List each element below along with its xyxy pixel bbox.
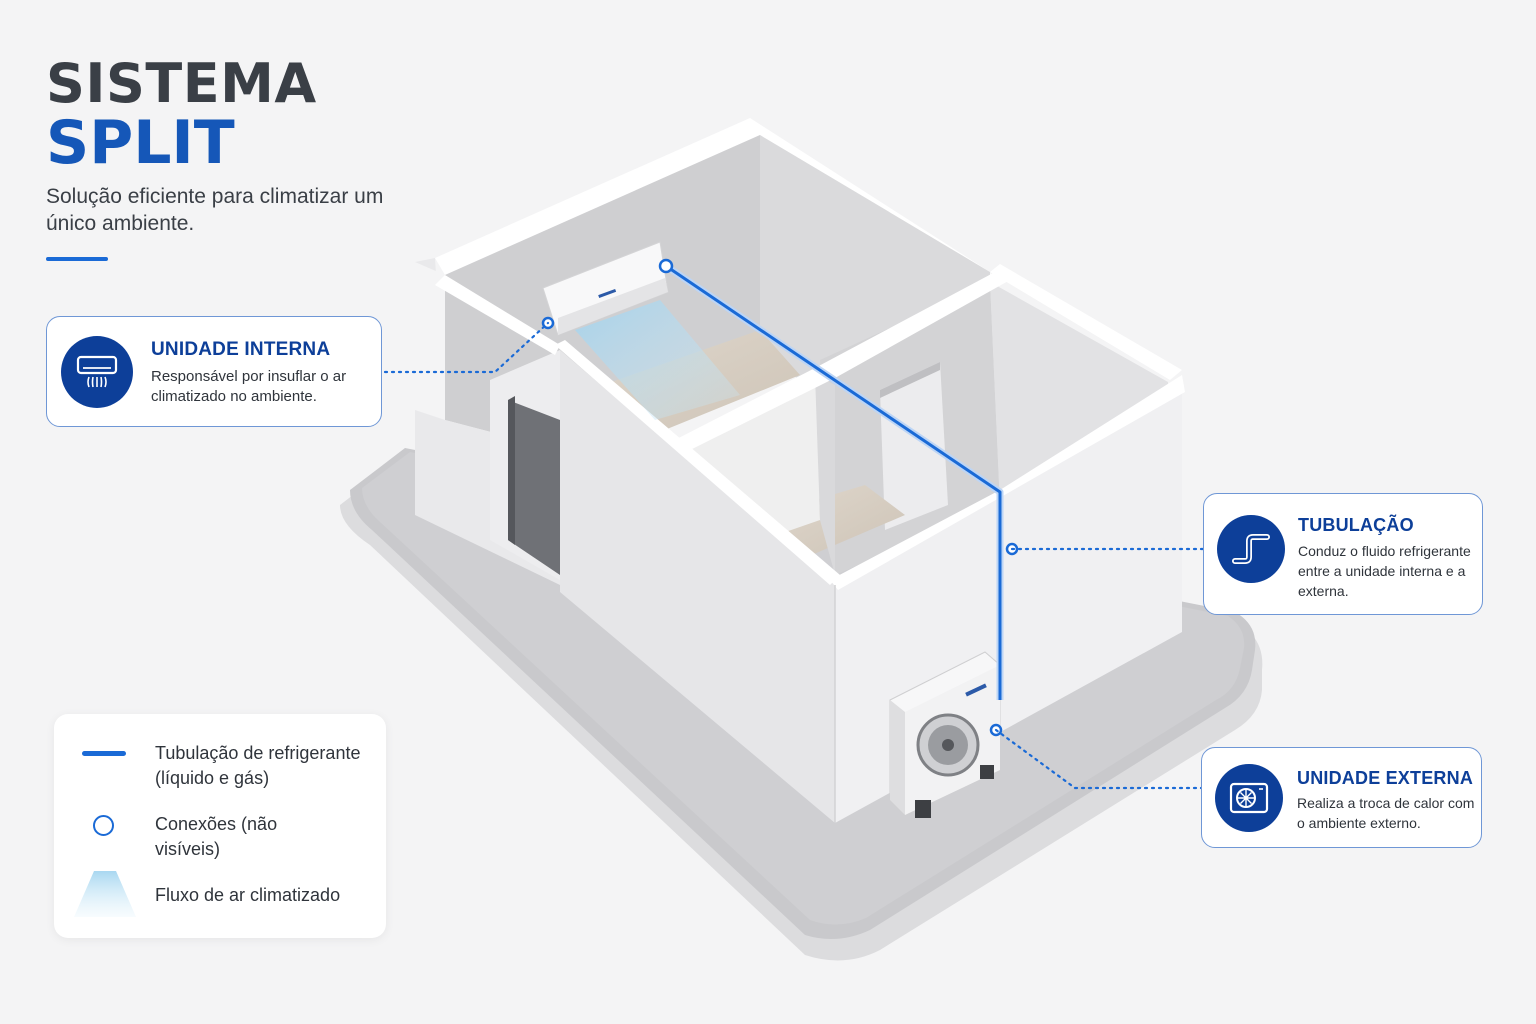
airflow-swatch xyxy=(74,871,136,917)
callout-indoor-unit: UNIDADE INTERNA Responsável por insuflar… xyxy=(46,316,382,427)
pipe-line-swatch xyxy=(82,751,126,756)
legend-panel: Tubulação de refrigerante (líquido e gás… xyxy=(54,714,386,938)
callout-outdoor-unit: UNIDADE EXTERNA Realiza a troca de calor… xyxy=(1201,747,1482,848)
outdoor-unit xyxy=(889,651,1001,818)
legend-item-connections: Conexões (não visíveis) xyxy=(155,814,278,859)
connection-circle-swatch xyxy=(93,815,114,836)
connection-point-indoor-top xyxy=(658,258,674,274)
legend-item-airflow: Fluxo de ar climatizado xyxy=(155,885,341,905)
indoor-ac-icon xyxy=(61,336,133,408)
callout-piping: TUBULAÇÃO Conduz o fluido refrigerante e… xyxy=(1203,493,1483,615)
page-subtitle: Solução eficiente para climatizar um úni… xyxy=(46,185,384,235)
callout-indoor-title: UNIDADE INTERNA xyxy=(151,339,331,360)
outdoor-unit-icon xyxy=(1215,764,1283,832)
callout-piping-title: TUBULAÇÃO xyxy=(1298,515,1414,535)
pipe-icon xyxy=(1217,515,1285,583)
refrigerant-pipe xyxy=(664,263,1004,700)
leader-outdoor xyxy=(994,728,1207,790)
page-title-line2: SPLIT xyxy=(46,108,235,178)
legend-item-pipe: Tubulação de refrigerante (líquido e gás… xyxy=(155,743,361,788)
title-divider xyxy=(46,257,108,261)
callout-indoor-text: Responsável por insuflar o ar climatizad… xyxy=(151,368,347,405)
airflow-beam xyxy=(575,300,740,420)
page-title-line1: SISTEMA xyxy=(46,52,317,115)
callout-piping-text: Conduz o fluido refrigerante entre a uni… xyxy=(1298,543,1471,599)
callout-outdoor-title: UNIDADE EXTERNA xyxy=(1297,768,1474,788)
leader-indoor xyxy=(383,321,550,374)
callout-outdoor-text: Realiza a troca de calor com o ambiente … xyxy=(1297,795,1475,831)
